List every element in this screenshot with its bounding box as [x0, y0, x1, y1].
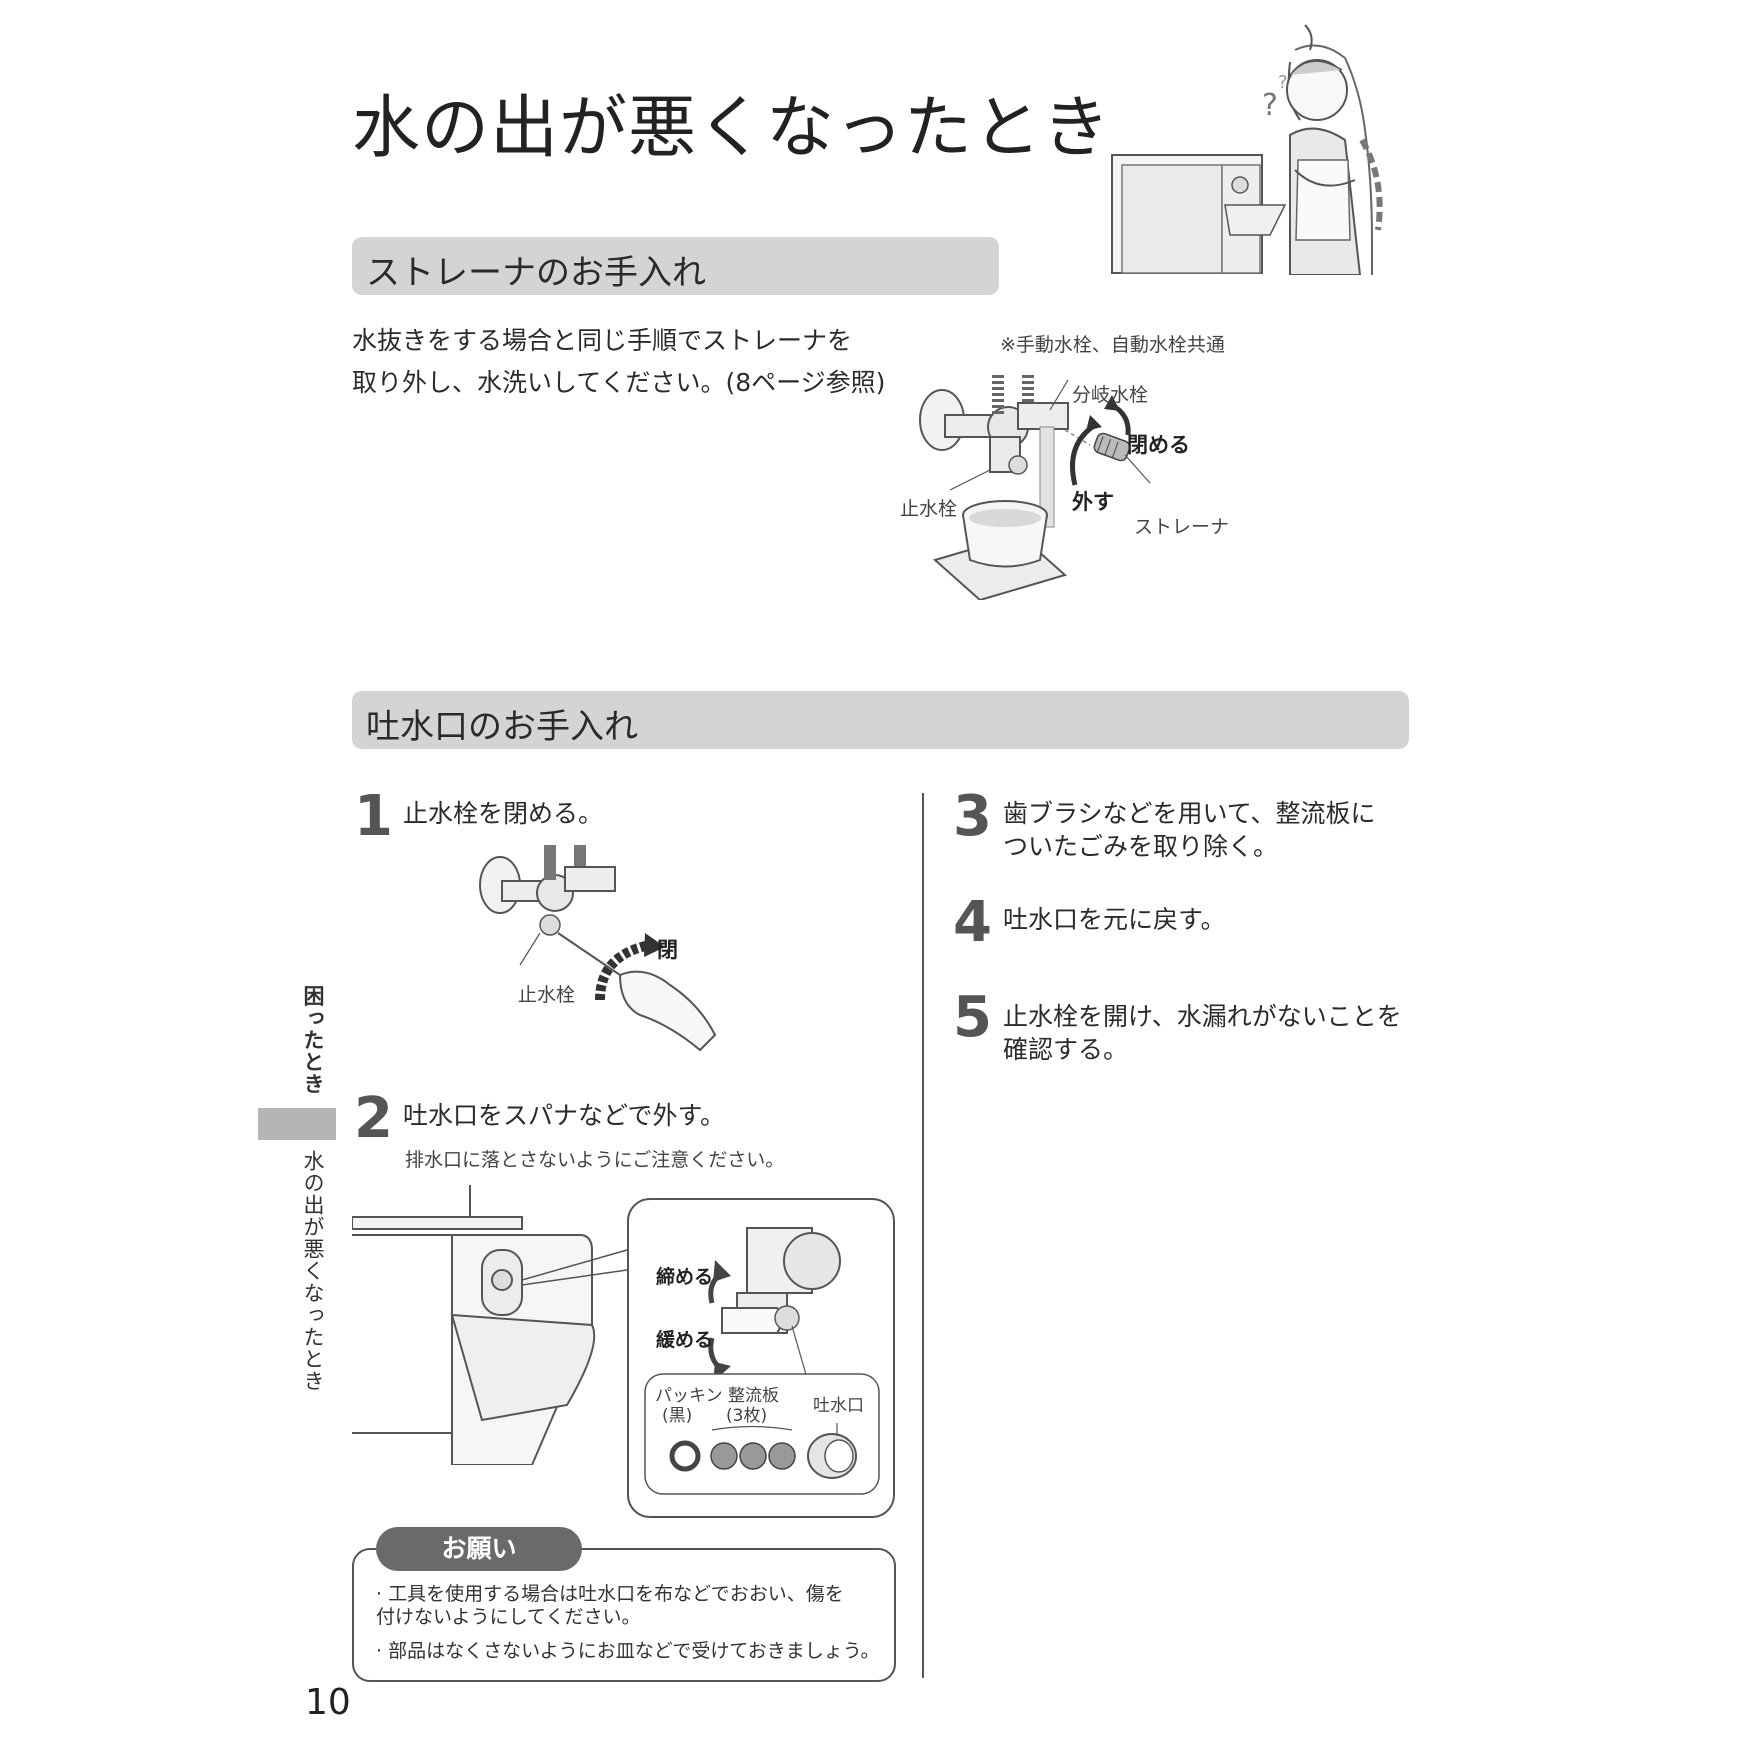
- step-4-number: 4: [953, 890, 992, 955]
- step-3-number: 3: [953, 784, 992, 849]
- step-4-text: 吐水口を元に戻す。: [1003, 905, 1226, 934]
- side-tab-category: 困ったとき: [301, 985, 325, 1095]
- label-packing-color: (黒): [662, 1406, 693, 1426]
- label-spout: 吐水口: [813, 1396, 864, 1416]
- strainer-diagram: [919, 375, 1151, 600]
- step-1-number: 1: [354, 784, 393, 849]
- spout-section-heading: 吐水口のお手入れ: [352, 691, 1409, 749]
- step-2-subtext: 排水口に落とさないようにご注意ください。: [405, 1149, 785, 1171]
- strainer-note: ※手動水栓、自動水栓共通: [1000, 334, 1225, 356]
- side-tab-marker: [258, 1108, 336, 1140]
- label-close: 閉める: [1127, 433, 1190, 457]
- svg-text:?: ?: [1262, 88, 1278, 123]
- label-stop-valve: 止水栓: [900, 498, 958, 520]
- label-packing: パッキン: [655, 1386, 723, 1406]
- request-note-title: お願い: [376, 1527, 582, 1571]
- page-number: 10: [305, 1682, 351, 1723]
- step-5-number: 5: [953, 985, 992, 1050]
- cabinet-spout-diagram: [352, 1185, 628, 1465]
- strainer-body-line-2: 取り外し、水洗いしてください。(8ページ参照): [352, 368, 886, 397]
- request-item-1-line-2: 付けないようにしてください。: [376, 1606, 641, 1628]
- column-divider: [922, 793, 924, 1678]
- label-branch-valve: 分岐水栓: [1072, 384, 1149, 406]
- step-3-line-1: 歯ブラシなどを用いて、整流板に: [1003, 799, 1376, 828]
- step-5-line-2: 確認する。: [1003, 1035, 1129, 1064]
- step-5-line-1: 止水栓を開け、水漏れがないことを: [1003, 1002, 1402, 1031]
- strainer-section-heading: ストレーナのお手入れ: [352, 237, 999, 295]
- svg-text:?: ?: [1278, 72, 1288, 93]
- step1-label-stop-valve: 止水栓: [518, 984, 576, 1006]
- step-2-number: 2: [354, 1086, 393, 1151]
- label-remove: 外す: [1072, 490, 1114, 514]
- strainer-body-line-1: 水抜きをする場合と同じ手順でストレーナを: [352, 326, 853, 355]
- page-title: 水の出が悪くなったとき: [352, 89, 1112, 168]
- request-item-2: · 部品はなくさないようにお皿などで受けておきましょう。: [376, 1640, 880, 1662]
- request-item-1-line-1: · 工具を使用する場合は吐水口を布などでおおい、傷を: [376, 1583, 844, 1605]
- woman-illustration: ? ?: [1111, 24, 1383, 275]
- step-2-text: 吐水口をスパナなどで外す。: [403, 1101, 726, 1130]
- step-1-text: 止水栓を閉める。: [403, 799, 604, 828]
- label-strainer: ストレーナ: [1134, 516, 1230, 538]
- spout-detail-box: [627, 1198, 895, 1518]
- side-tab-topic: 水の出が悪くなったとき: [301, 1150, 325, 1392]
- label-tighten: 締める: [656, 1266, 714, 1288]
- step1-valve-diagram: [479, 845, 717, 1052]
- step1-label-close: 閉: [657, 938, 678, 962]
- label-flow-plate-count: (3枚): [726, 1406, 768, 1426]
- label-flow-plate: 整流板: [728, 1386, 779, 1406]
- step-3-line-2: ついたごみを取り除く。: [1003, 832, 1279, 861]
- spout-heading-text: 吐水口のお手入れ: [366, 707, 638, 747]
- strainer-heading-text: ストレーナのお手入れ: [366, 253, 706, 293]
- label-loosen: 緩める: [656, 1329, 714, 1351]
